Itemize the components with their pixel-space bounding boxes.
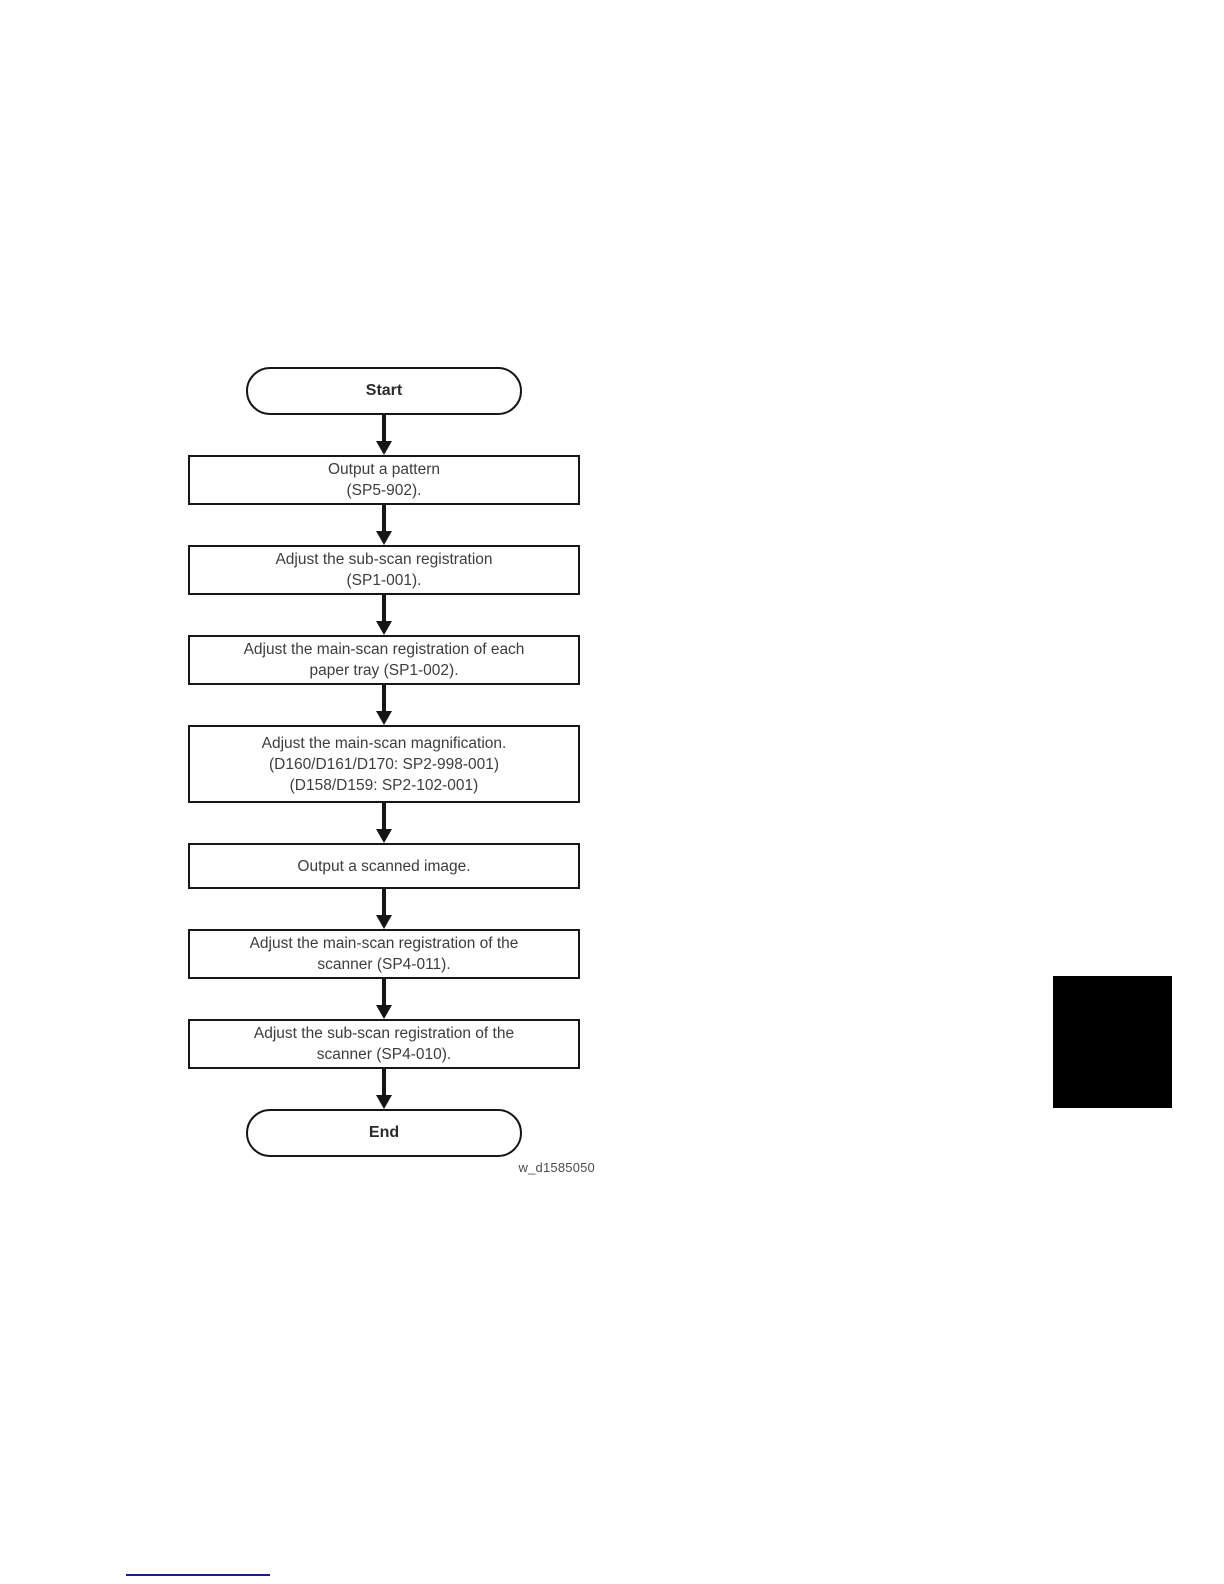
down-arrow xyxy=(376,685,392,725)
down-arrow xyxy=(376,889,392,929)
step-text-line: paper tray (SP1-002). xyxy=(309,662,459,679)
arrow-shaft xyxy=(381,415,387,441)
step-text-line: (D158/D159: SP2-102-001) xyxy=(289,776,479,794)
arrow-shaft xyxy=(381,685,387,711)
step-text-line: (SP5-902). xyxy=(346,482,422,499)
arrow-head-icon xyxy=(376,1095,392,1109)
arrow-head-icon xyxy=(376,711,392,725)
step-adjust-subscan-registration: Adjust the sub-scan registration (SP1-00… xyxy=(188,545,580,595)
arrow-head-icon xyxy=(376,621,392,635)
arrow-shaft xyxy=(381,1069,387,1095)
down-arrow xyxy=(376,803,392,843)
footer-rule xyxy=(126,1574,270,1576)
end-terminator: End xyxy=(246,1109,522,1157)
step-text-line: Output a pattern xyxy=(327,461,441,478)
arrow-shaft xyxy=(381,505,387,531)
down-arrow xyxy=(376,415,392,455)
step-text-line: Output a scanned image. xyxy=(297,857,471,875)
arrow-shaft xyxy=(381,595,387,621)
step-text-line: Adjust the sub-scan registration xyxy=(275,551,493,568)
arrow-shaft xyxy=(381,889,387,915)
page-marker xyxy=(1053,976,1172,1108)
step-text-line: (D160/D161/D170: SP2-998-001) xyxy=(268,755,500,773)
step-text-line: Adjust the sub-scan registration of the xyxy=(253,1025,515,1042)
end-label: End xyxy=(368,1124,400,1141)
start-label: Start xyxy=(365,382,403,399)
arrow-shaft xyxy=(381,803,387,829)
arrow-head-icon xyxy=(376,915,392,929)
step-adjust-mainscan-registration-scanner: Adjust the main-scan registration of the… xyxy=(188,929,580,979)
step-text-line: Adjust the main-scan registration of eac… xyxy=(243,641,525,658)
step-output-pattern: Output a pattern (SP5-902). xyxy=(188,455,580,505)
step-adjust-subscan-registration-scanner: Adjust the sub-scan registration of the … xyxy=(188,1019,580,1069)
step-text-line: scanner (SP4-011). xyxy=(317,956,451,973)
arrow-head-icon xyxy=(376,829,392,843)
down-arrow xyxy=(376,979,392,1019)
down-arrow xyxy=(376,595,392,635)
down-arrow xyxy=(376,1069,392,1109)
figure-caption: w_d1585050 xyxy=(518,1160,595,1175)
step-adjust-mainscan-magnification: Adjust the main-scan magnification. (D16… xyxy=(188,725,580,803)
step-adjust-mainscan-registration-tray: Adjust the main-scan registration of eac… xyxy=(188,635,580,685)
flowchart: Start Output a pattern (SP5-902). Adjust… xyxy=(188,367,580,1157)
start-terminator: Start xyxy=(246,367,522,415)
down-arrow xyxy=(376,505,392,545)
arrow-head-icon xyxy=(376,531,392,545)
arrow-head-icon xyxy=(376,441,392,455)
step-output-scanned-image: Output a scanned image. xyxy=(188,843,580,889)
arrow-head-icon xyxy=(376,1005,392,1019)
step-text-line: Adjust the main-scan magnification. xyxy=(261,734,507,752)
arrow-shaft xyxy=(381,979,387,1005)
step-text-line: (SP1-001). xyxy=(346,572,422,589)
step-text-line: Adjust the main-scan registration of the xyxy=(249,935,519,952)
step-text-line: scanner (SP4-010). xyxy=(316,1046,452,1063)
